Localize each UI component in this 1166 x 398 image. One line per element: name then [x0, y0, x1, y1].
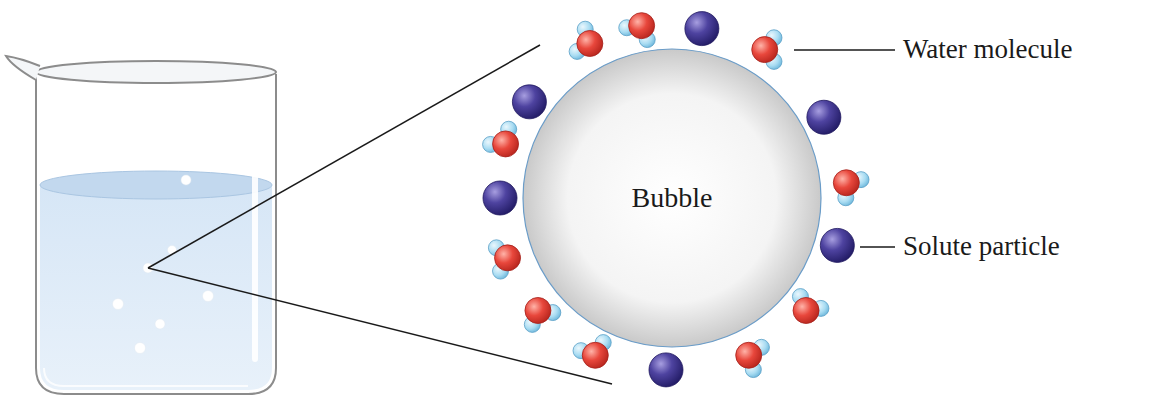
oxygen-atom	[525, 297, 551, 323]
solute-sphere	[483, 181, 517, 215]
oxygen-atom	[495, 245, 521, 271]
oxygen-atom	[493, 131, 519, 157]
water-molecule	[488, 240, 520, 279]
solute-sphere	[807, 100, 841, 134]
oxygen-atom	[752, 37, 778, 63]
oxygen-atom	[629, 13, 655, 39]
water-molecule	[569, 21, 603, 59]
oxygen-atom	[833, 170, 859, 196]
bubble-circle: Bubble	[522, 48, 822, 348]
water-molecule	[524, 297, 560, 332]
water-molecule	[619, 13, 655, 48]
oxygen-atom	[793, 297, 819, 323]
bubble-label: Bubble	[632, 182, 713, 214]
callout-label: Water molecule	[903, 35, 1073, 65]
solute-sphere	[685, 12, 719, 46]
water-molecule	[833, 170, 869, 206]
water-molecule	[792, 289, 828, 324]
oxygen-atom	[736, 342, 762, 368]
particle-ring	[483, 12, 869, 387]
solute-particle	[820, 228, 854, 262]
water-molecule	[736, 339, 770, 377]
water-molecule	[573, 335, 611, 369]
oxygen-atom	[582, 342, 608, 368]
oxygen-atom	[577, 30, 603, 56]
solute-particle	[483, 181, 517, 215]
solute-sphere	[820, 228, 854, 262]
solute-particle	[685, 12, 719, 46]
callout-label: Solute particle	[903, 232, 1060, 262]
solute-sphere	[649, 353, 683, 387]
solute-particle	[512, 85, 546, 119]
beaker	[6, 56, 276, 394]
water-molecule	[752, 30, 782, 70]
solute-sphere	[512, 85, 546, 119]
water-molecule	[483, 121, 519, 157]
solute-particle	[807, 100, 841, 134]
solute-particle	[649, 353, 683, 387]
